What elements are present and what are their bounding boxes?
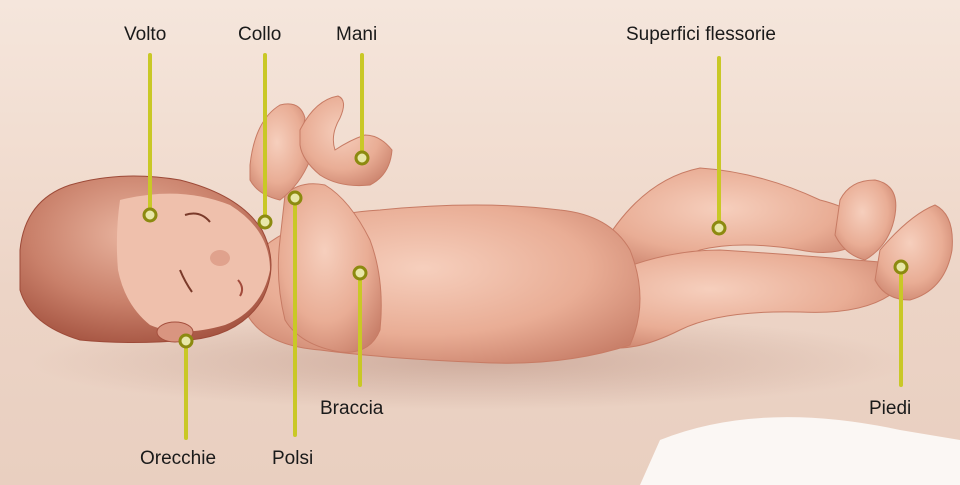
label-superfici-flessorie: Superfici flessorie	[626, 24, 776, 46]
marker-volto	[144, 209, 156, 221]
label-collo: Collo	[238, 24, 281, 46]
label-piedi: Piedi	[869, 398, 911, 420]
label-mani: Mani	[336, 24, 377, 46]
marker-collo	[259, 216, 271, 228]
marker-orecchie	[180, 335, 192, 347]
marker-polsi	[289, 192, 301, 204]
paper-patch	[640, 417, 960, 485]
label-volto: Volto	[124, 24, 166, 46]
hand-raised	[300, 96, 392, 186]
marker-piedi	[895, 261, 907, 273]
marker-braccia	[354, 267, 366, 279]
nose	[210, 250, 230, 266]
label-orecchie: Orecchie	[140, 448, 216, 470]
marker-mani	[356, 152, 368, 164]
marker-superfici-flessorie	[713, 222, 725, 234]
label-polsi: Polsi	[272, 448, 313, 470]
label-braccia: Braccia	[320, 398, 383, 420]
